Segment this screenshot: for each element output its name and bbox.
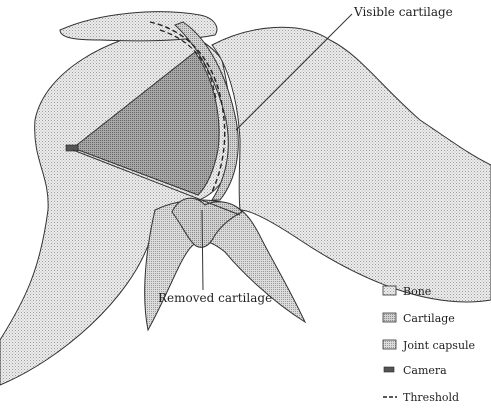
- legend-label-cartilage: Cartilage: [403, 312, 455, 325]
- legend-label-camera: Camera: [403, 364, 447, 377]
- legend-swatch-cartilage: [383, 313, 396, 322]
- legend-label-threshold: Threshold: [403, 391, 459, 404]
- legend-item-threshold: Threshold: [383, 391, 459, 404]
- legend-item-cartilage: Cartilage: [383, 312, 455, 325]
- legend-item-camera: Camera: [384, 364, 447, 377]
- removed-cartilage-label: Removed cartilage: [158, 291, 272, 305]
- legend: Bone Cartilage Joint capsule Camera Thre…: [383, 285, 475, 404]
- legend-swatch-joint-capsule: [383, 340, 396, 349]
- legend-swatch-bone: [383, 286, 396, 295]
- legend-label-bone: Bone: [403, 285, 431, 298]
- legend-symbol-camera: [384, 367, 394, 372]
- legend-label-joint-capsule: Joint capsule: [402, 339, 475, 352]
- visible-cartilage-label: Visible cartilage: [353, 5, 453, 19]
- legend-item-bone: Bone: [383, 285, 431, 298]
- legend-item-joint-capsule: Joint capsule: [383, 339, 475, 352]
- camera-icon: [66, 145, 78, 151]
